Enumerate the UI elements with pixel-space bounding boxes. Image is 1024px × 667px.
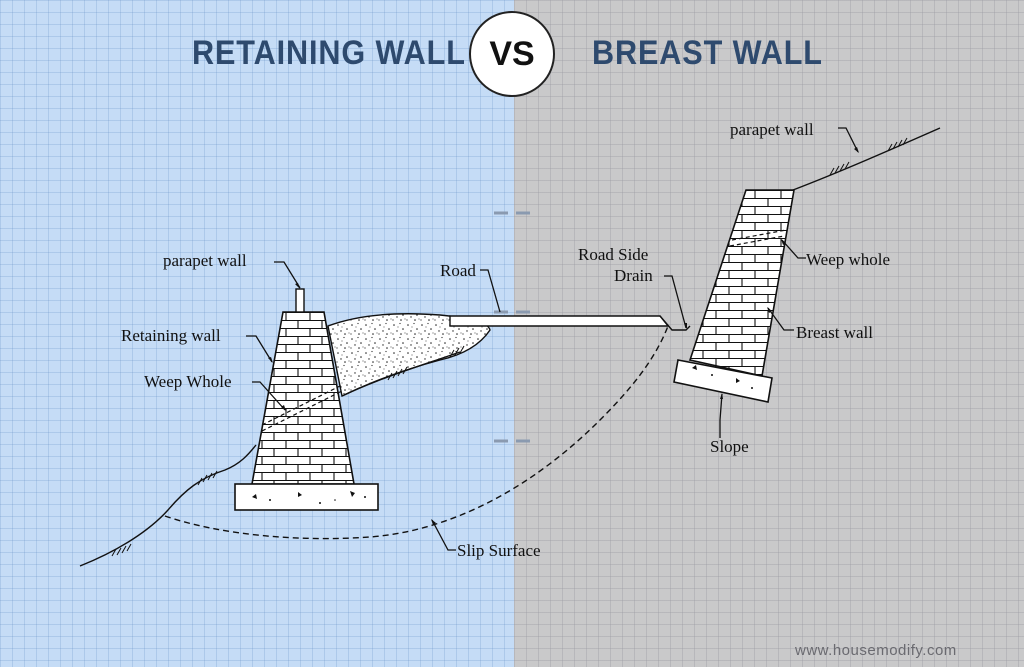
leader-lines [246, 127, 859, 551]
breast-wall-panel [514, 0, 1024, 667]
label-breast-wall: Breast wall [796, 323, 873, 342]
leader-arrows [268, 147, 859, 525]
ground-hatch-mid [387, 345, 465, 381]
breast-wall-title: BREAST WALL [592, 34, 823, 72]
footing-aggregate-right [692, 365, 753, 389]
label-retaining-wall: Retaining wall [121, 326, 221, 345]
label-parapet-wall-left: parapet wall [163, 251, 247, 270]
retaining-footing [234, 483, 379, 511]
slip-surface [164, 325, 669, 540]
weep-hole-right [729, 229, 787, 247]
label-slip-surface: Slip Surface [457, 541, 541, 560]
right-ground-line [792, 127, 941, 191]
label-weep-whole-left: Weep Whole [144, 372, 232, 391]
ground-hatch-right [829, 137, 908, 176]
label-slope: Slope [710, 437, 749, 456]
center-marks [494, 211, 530, 443]
label-road-side: Road Side [578, 245, 648, 264]
breast-wall-body [688, 189, 795, 377]
parapet-left [295, 288, 305, 313]
label-parapet-wall-right: parapet wall [730, 120, 814, 139]
ground-hatch-left [111, 470, 218, 557]
label-weep-whole-right: Weep whole [806, 250, 890, 269]
retaining-wall-title: RETAINING WALL [192, 34, 466, 72]
vs-label: VS [489, 34, 535, 73]
label-road: Road [440, 261, 476, 280]
road-side-drain [659, 315, 691, 331]
label-drain: Drain [614, 266, 653, 285]
website-watermark: www.housemodify.com [795, 642, 957, 659]
vs-badge: VS [469, 11, 555, 97]
footing-aggregate-left [252, 491, 366, 504]
left-ground-line [79, 444, 257, 567]
road-slab [449, 315, 670, 327]
weep-hole-left [261, 384, 343, 432]
breast-footing [673, 359, 773, 403]
